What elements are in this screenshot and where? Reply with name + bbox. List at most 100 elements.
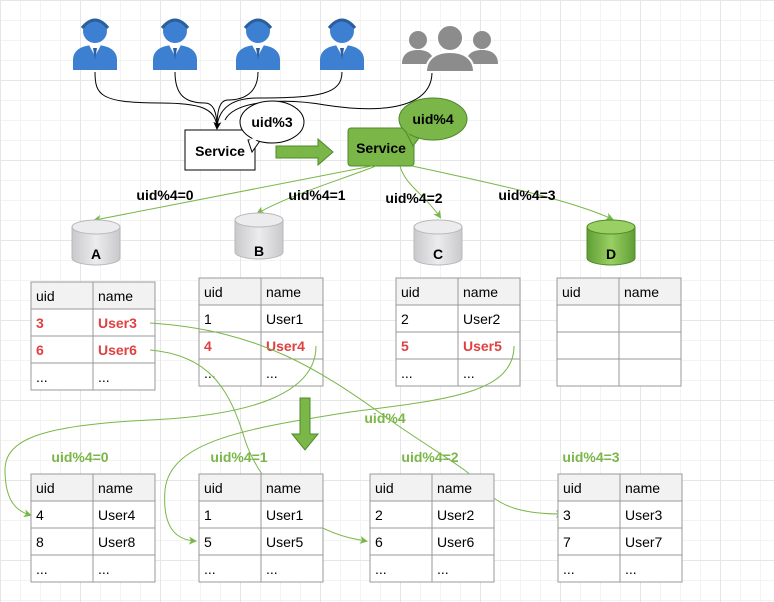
db-label-c: C	[433, 246, 443, 262]
table-cell	[457, 358, 521, 387]
user-icon	[73, 18, 117, 70]
user-icon	[153, 18, 197, 70]
table-cell	[198, 554, 262, 583]
user-icon	[320, 18, 364, 70]
table-cell	[369, 500, 433, 529]
table-value: User6	[437, 534, 475, 550]
table-value: 6	[375, 534, 383, 550]
arrow-down-icon	[290, 397, 320, 451]
service-new-label: Service	[356, 140, 406, 156]
table-header: name	[463, 284, 498, 300]
table-cell	[198, 331, 262, 360]
table-cell	[92, 527, 156, 556]
table-cell	[431, 527, 495, 556]
table-value: ...	[98, 561, 110, 577]
table-value: 2	[375, 507, 383, 523]
table-header: name	[266, 284, 301, 300]
arrow-right-icon	[275, 137, 334, 167]
db-label-a: A	[91, 246, 101, 262]
table-value: ...	[625, 561, 637, 577]
table-cell	[260, 527, 324, 556]
table-cell	[618, 331, 682, 360]
table-value: 6	[36, 342, 44, 358]
table-cell	[618, 358, 682, 387]
table-cell	[457, 331, 521, 360]
table-cell	[556, 304, 620, 333]
route-label-3: uid%4=3	[498, 187, 555, 203]
result-label-0: uid%4=0	[51, 449, 108, 465]
route-label-2: uid%4=2	[385, 190, 442, 206]
table-cell	[260, 277, 324, 306]
table-cell	[198, 500, 262, 529]
table-value: 4	[36, 507, 44, 523]
table-value: 7	[563, 534, 571, 550]
table-value: User5	[463, 338, 502, 354]
table-cell	[260, 331, 324, 360]
table-cell	[30, 308, 94, 337]
database-icon: D	[586, 219, 636, 266]
table-value: User4	[266, 338, 305, 354]
table-value: 8	[36, 534, 44, 550]
table-cell	[369, 527, 433, 556]
table-value: ...	[563, 561, 575, 577]
table-cell	[260, 473, 324, 502]
table-header: uid	[204, 284, 223, 300]
migrate-label: uid%4	[364, 410, 405, 426]
table-header: uid	[204, 480, 223, 496]
result-label-3: uid%4=3	[562, 449, 619, 465]
bubble-new: uid%4	[398, 97, 468, 147]
table-cell	[30, 527, 94, 556]
table-cell	[556, 358, 620, 387]
table-value: 4	[204, 338, 212, 354]
db-label-b: B	[254, 243, 264, 259]
database-icon: A	[71, 219, 121, 266]
table-cell	[260, 554, 324, 583]
service-old-label: Service	[195, 143, 245, 159]
table-cell	[431, 554, 495, 583]
table-cell	[369, 554, 433, 583]
table-cell	[92, 362, 156, 391]
table-cell	[260, 304, 324, 333]
bubble-new-text: uid%4	[412, 111, 453, 127]
table-value: User2	[437, 507, 475, 523]
user-group-icon	[402, 24, 498, 73]
table-value: 3	[563, 507, 571, 523]
table-value: ...	[375, 561, 387, 577]
table-cell	[431, 473, 495, 502]
table-header: uid	[375, 480, 394, 496]
table-value: 5	[401, 338, 409, 354]
table-cell	[30, 362, 94, 391]
table-header: name	[98, 480, 133, 496]
table-cell	[92, 554, 156, 583]
table-value: User1	[266, 311, 304, 327]
database-icon: B	[234, 212, 284, 260]
table-value: User8	[98, 534, 136, 550]
table-cell	[198, 277, 262, 306]
table-cell	[619, 554, 683, 583]
table-value: User7	[625, 534, 663, 550]
table-header: uid	[563, 480, 582, 496]
bubble-old: uid%3	[239, 100, 305, 154]
table-cell	[556, 331, 620, 360]
table-value: ...	[437, 561, 449, 577]
table-value: ...	[36, 561, 48, 577]
table-header: uid	[36, 288, 55, 304]
service-old: Service	[184, 129, 256, 171]
table-header: uid	[401, 284, 420, 300]
table-header: name	[266, 480, 301, 496]
table-value: User3	[625, 507, 663, 523]
result-label-1: uid%4=1	[210, 449, 267, 465]
user-icon	[236, 18, 280, 70]
table-cell	[198, 304, 262, 333]
table-cell	[457, 304, 521, 333]
table-value: User6	[98, 342, 137, 358]
